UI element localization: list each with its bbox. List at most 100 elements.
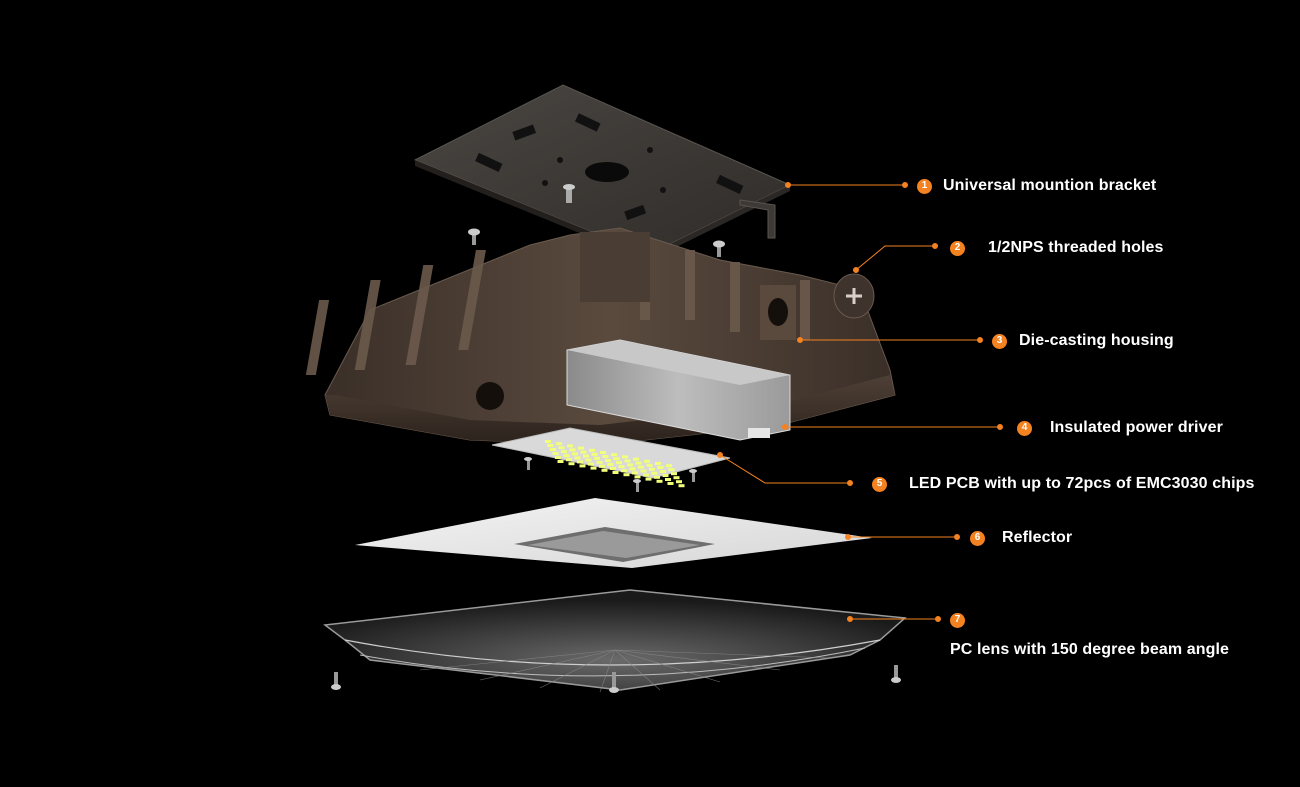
led-chip (673, 476, 680, 480)
led-chip (601, 468, 608, 472)
led-chip (634, 475, 641, 479)
led-chip (638, 465, 644, 469)
led-chip (613, 457, 620, 461)
led-chip (568, 462, 575, 466)
led-chip (624, 459, 631, 463)
led-chip (556, 442, 562, 446)
number-badge: 6 (970, 530, 985, 546)
led-chip (656, 479, 663, 483)
callout-label: PC lens with 150 degree beam angle (950, 641, 1230, 658)
led-chip (666, 464, 672, 468)
led-chip (552, 452, 559, 455)
led-chip (605, 459, 611, 462)
led-chip (557, 460, 564, 463)
led-chip (547, 444, 554, 447)
led-chip (633, 457, 639, 461)
led-chip (579, 464, 586, 468)
threaded-plug (833, 273, 875, 319)
callout-pc-lens-label: PC lens with 150 degree beam angle (950, 638, 1229, 662)
led-chip (602, 455, 609, 458)
number-badge: 3 (992, 333, 1007, 349)
led-pcb (491, 427, 731, 492)
led-chip (555, 456, 561, 459)
led-chip (600, 451, 606, 454)
led-chip (611, 453, 617, 457)
reflector (355, 498, 872, 568)
led-chip (635, 461, 642, 465)
led-chip (646, 463, 653, 467)
led-chip (545, 440, 551, 443)
leader-lines (717, 182, 1003, 622)
callout-mounting-bracket: 1 Universal mountion bracket (917, 174, 1156, 198)
led-chip (651, 471, 658, 475)
callout-led-pcb: 5 LED PCB with up to 72pcs of EMC3030 ch… (872, 472, 1255, 496)
led-chip (618, 465, 625, 469)
led-chip (566, 458, 572, 462)
led-chip (578, 446, 584, 450)
led-chip (589, 448, 595, 452)
led-chip (612, 471, 619, 474)
led-chip (561, 450, 567, 454)
led-chip (616, 461, 622, 465)
led-chip (622, 455, 628, 459)
led-chip (629, 467, 636, 471)
led-chip (667, 482, 674, 485)
led-chip (671, 472, 677, 476)
led-chip (644, 459, 650, 463)
led-chip (558, 446, 565, 450)
led-chip (607, 463, 614, 466)
callout-label: Insulated power driver (1050, 419, 1223, 436)
led-chip (632, 471, 638, 475)
led-chip (585, 458, 592, 462)
led-chip (567, 444, 573, 448)
led-chip (563, 454, 570, 458)
die-casting-housing (305, 227, 896, 446)
callout-label: Die-casting housing (1019, 332, 1174, 349)
pc-lens (323, 589, 907, 693)
number-badge: 5 (872, 476, 887, 492)
led-chip (588, 462, 594, 466)
callout-label: Universal mountion bracket (943, 177, 1157, 194)
callout-threaded-holes: 2 1/2NPS threaded holes (950, 236, 1164, 260)
led-chip (665, 478, 671, 481)
callout-power-driver: 4 Insulated power driver (1017, 416, 1223, 440)
number-badge: 2 (950, 240, 965, 256)
led-chip (655, 462, 661, 465)
led-chip (596, 460, 603, 464)
led-chip (580, 450, 587, 454)
screw-icon (468, 228, 725, 257)
led-chip (662, 474, 669, 477)
led-chip (657, 466, 664, 469)
led-chip (645, 477, 652, 481)
led-chip (668, 468, 675, 472)
callout-die-casting-housing: 3 Die-casting housing (992, 329, 1174, 353)
led-chip (583, 454, 589, 458)
led-chip (623, 473, 630, 477)
mounting-bracket (413, 84, 792, 261)
led-chip (621, 469, 627, 473)
led-chip (591, 452, 598, 456)
led-chip (594, 456, 600, 460)
number-badge: 1 (917, 178, 932, 194)
led-chip (627, 463, 633, 467)
led-chip (643, 473, 649, 477)
led-chip (572, 452, 578, 456)
led-chip (676, 480, 682, 484)
power-driver (566, 339, 791, 441)
led-chip (610, 467, 616, 470)
led-chip (577, 460, 583, 464)
led-chip (678, 484, 685, 488)
led-chip (640, 469, 647, 473)
led-chip (599, 464, 605, 468)
callout-reflector: 6 Reflector (970, 526, 1072, 550)
callout-label: 1/2NPS threaded holes (988, 239, 1164, 256)
number-badge: 7 (950, 612, 965, 628)
led-chip (654, 475, 660, 479)
led-chip (550, 448, 556, 451)
led-chip (649, 467, 655, 471)
callout-pc-lens: 7 (950, 608, 965, 632)
led-chip (574, 456, 581, 460)
callout-label: Reflector (1002, 529, 1073, 546)
number-badge: 4 (1017, 420, 1032, 436)
